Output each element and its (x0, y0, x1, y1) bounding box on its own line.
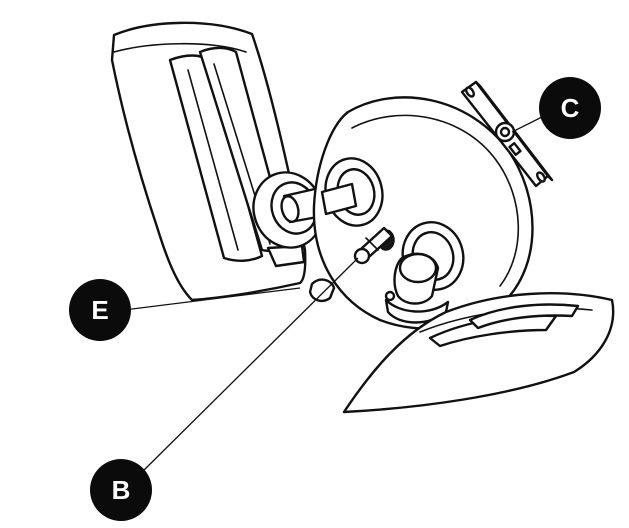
speaker-cabinet (110, 21, 307, 302)
screw-b (353, 226, 394, 265)
callout-label-e: E (91, 295, 108, 325)
cap-e (308, 278, 336, 303)
callout-badge-e: E (69, 279, 131, 341)
callout-badge-c: C (539, 77, 601, 139)
callout-badge-b: B (90, 459, 152, 521)
leader-line-b (135, 257, 359, 479)
callout-label-b: B (112, 475, 131, 505)
wedge-base (342, 292, 615, 414)
leader-line-e (123, 287, 301, 311)
mount-swivel-knuckle (384, 252, 450, 324)
callout-label-c: C (561, 93, 580, 123)
